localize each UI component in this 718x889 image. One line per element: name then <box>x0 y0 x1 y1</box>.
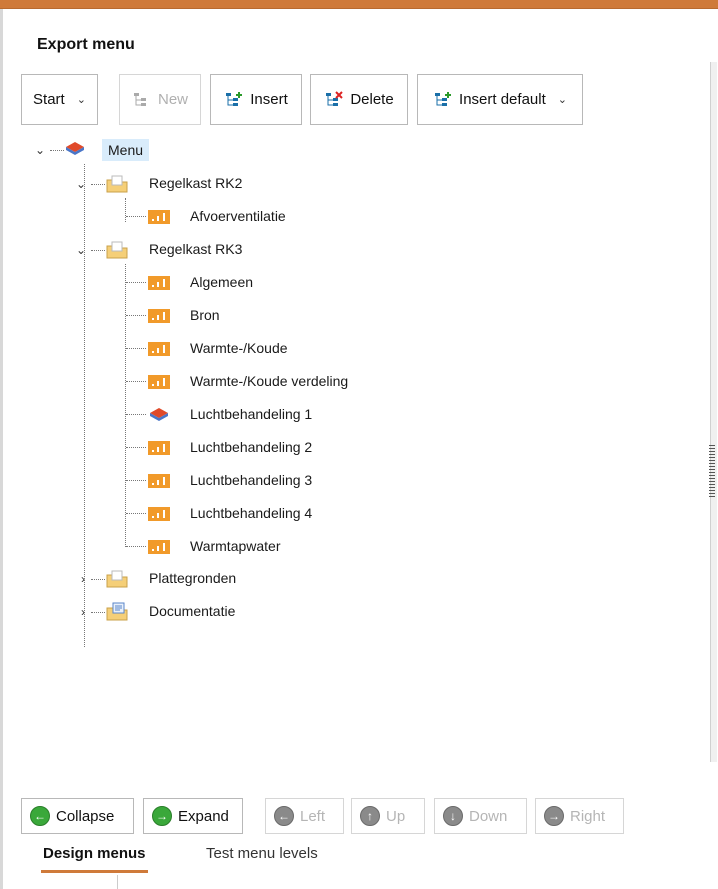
tree-item-label[interactable]: Warmte-/Koude verdeling <box>190 373 349 389</box>
window-top-accent-bar <box>0 0 718 9</box>
tree-root-label[interactable]: Menu <box>102 139 150 161</box>
tree-item-label[interactable]: Afvoerventilatie <box>190 208 286 224</box>
delete-button[interactable]: Delete <box>310 74 408 125</box>
insert-label: Insert <box>250 91 288 108</box>
tree-delete-icon <box>326 90 344 106</box>
tree-item-regelkast-rk2[interactable]: Regelkast RK2 <box>149 175 243 191</box>
arrow-left-icon: ← <box>30 806 50 826</box>
module-icon <box>148 441 170 455</box>
tree-item-documentatie[interactable]: Documentatie <box>149 603 236 619</box>
tree-connector <box>126 348 146 349</box>
tab-design-menus[interactable]: Design menus <box>41 845 148 875</box>
module-icon <box>148 474 170 488</box>
chevron-down-icon[interactable]: ⌄ <box>34 143 46 157</box>
document-folder-icon <box>106 602 128 621</box>
tree-connector <box>126 381 146 382</box>
chevron-right-icon[interactable]: › <box>81 605 85 619</box>
tree-connector <box>50 150 64 151</box>
up-label: Up <box>386 807 406 825</box>
vertical-scrollbar[interactable] <box>710 62 717 762</box>
tree-connector <box>91 250 105 251</box>
tree-connector <box>126 315 146 316</box>
module-icon <box>148 309 170 323</box>
tree-connector <box>126 282 146 283</box>
module-icon <box>148 342 170 356</box>
splitter-grip[interactable] <box>709 445 715 497</box>
folder-icon <box>106 175 128 193</box>
tree-new-icon <box>133 92 146 106</box>
tree-connector <box>84 164 85 647</box>
start-dropdown[interactable]: Start ⌄ <box>21 74 98 125</box>
arrow-right-icon: → <box>152 806 172 826</box>
menu-book-icon <box>66 142 84 155</box>
new-label: New <box>157 91 188 108</box>
new-button[interactable]: New <box>119 74 201 125</box>
start-label: Start <box>33 91 65 108</box>
move-right-button[interactable]: → Right <box>535 798 624 834</box>
chevron-down-icon: ⌄ <box>557 94 567 106</box>
expand-label: Expand <box>178 807 229 825</box>
module-icon <box>148 540 170 554</box>
menu-book-icon <box>150 408 168 421</box>
move-up-button[interactable]: ↑ Up <box>351 798 425 834</box>
tab-test-menu-levels[interactable]: Test menu levels <box>206 845 318 862</box>
tree-connector <box>126 546 146 547</box>
tree-connector <box>91 579 105 580</box>
tree-item-label[interactable]: Luchtbehandeling 2 <box>190 439 313 455</box>
divider <box>117 875 118 889</box>
tree-connector <box>126 513 146 514</box>
arrow-right-icon: → <box>544 806 564 826</box>
collapse-label: Collapse <box>56 807 115 825</box>
tree-connector <box>125 198 126 222</box>
panel-title: Export menu <box>37 36 135 53</box>
tree-item-label[interactable]: Luchtbehandeling 3 <box>190 472 313 488</box>
move-left-button[interactable]: ← Left <box>265 798 344 834</box>
tree-item-label[interactable]: Warmte-/Koude <box>190 340 288 356</box>
navigation-bar: ← Collapse → Expand ← Left ↑ Up ↓ Down →… <box>21 798 701 834</box>
module-icon <box>148 210 170 224</box>
folder-icon <box>106 570 128 588</box>
arrow-up-icon: ↑ <box>360 806 380 826</box>
tree-insert-default-icon <box>435 91 452 106</box>
tree-connector <box>91 184 105 185</box>
insert-button[interactable]: Insert <box>210 74 302 125</box>
chevron-down-icon[interactable]: ⌄ <box>75 177 87 191</box>
left-border <box>0 9 3 889</box>
insert-default-dropdown[interactable]: Insert default ⌄ <box>417 74 583 125</box>
tree-connector <box>125 264 126 547</box>
tree-connector <box>126 447 146 448</box>
collapse-button[interactable]: ← Collapse <box>21 798 134 834</box>
arrow-down-icon: ↓ <box>443 806 463 826</box>
tree-connector <box>126 414 146 415</box>
tree-item-label[interactable]: Algemeen <box>190 274 254 290</box>
tree-item-label[interactable]: Warmtapwater <box>190 538 281 554</box>
delete-label: Delete <box>350 91 394 108</box>
right-label: Right <box>570 807 606 825</box>
tree-item-label[interactable]: Luchtbehandeling 4 <box>190 505 313 521</box>
move-down-button[interactable]: ↓ Down <box>434 798 527 834</box>
tree-item-label[interactable]: Bron <box>190 307 220 323</box>
tree-connector <box>126 216 146 217</box>
arrow-left-icon: ← <box>274 806 294 826</box>
module-icon <box>148 276 170 290</box>
tree-item-regelkast-rk3[interactable]: Regelkast RK3 <box>149 241 243 257</box>
chevron-down-icon: ⌄ <box>76 94 86 106</box>
tree-connector <box>91 612 105 613</box>
tree-insert-icon <box>226 91 243 106</box>
tree-item-plattegronden[interactable]: Plattegronden <box>149 570 237 586</box>
insert-default-label: Insert default <box>459 91 546 108</box>
down-label: Down <box>469 807 508 825</box>
chevron-down-icon[interactable]: ⌄ <box>75 243 87 257</box>
tree-connector <box>126 480 146 481</box>
left-label: Left <box>300 807 326 825</box>
tree-item-label[interactable]: Luchtbehandeling 1 <box>190 406 313 422</box>
chevron-right-icon[interactable]: › <box>81 572 85 586</box>
expand-button[interactable]: → Expand <box>143 798 243 834</box>
folder-icon <box>106 241 128 259</box>
module-icon <box>148 375 170 389</box>
module-icon <box>148 507 170 521</box>
